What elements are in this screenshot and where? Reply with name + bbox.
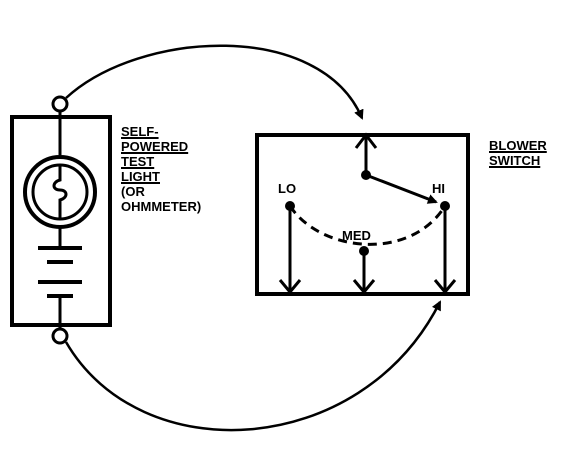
test-light-label-line6: OHMMETER): [121, 199, 202, 214]
lo-terminal-arrow: [278, 279, 302, 295]
bulb-filament: [52, 165, 68, 219]
hi-label: HI: [432, 181, 445, 196]
blower-switch-label-line2: SWITCH: [489, 153, 541, 168]
test-light-label-line4: LIGHT: [121, 169, 160, 184]
test-light-bottom-terminal: [51, 327, 69, 345]
blower-switch-label: BLOWER SWITCH: [489, 138, 547, 168]
test-light-label-line3: TEST: [121, 154, 155, 169]
switch-travel-arc: [288, 205, 447, 246]
med-label: MED: [342, 228, 371, 243]
switch-input-arrow: [354, 132, 378, 149]
test-light-label-line1: SELF-: [121, 124, 159, 139]
test-lead-top: [65, 44, 364, 120]
hi-terminal-arrow: [433, 279, 457, 295]
test-lead-bottom: [64, 300, 442, 432]
blower-switch-label-line1: BLOWER: [489, 138, 547, 153]
test-light-label-line5: (OR: [121, 184, 145, 199]
blower-switch-box: [255, 133, 470, 296]
test-light-label: SELF- POWERED TEST LIGHT (OR OHMMETER): [121, 124, 201, 214]
test-light-top-terminal: [51, 95, 69, 113]
lo-label: LO: [278, 181, 297, 196]
med-terminal-arrow: [352, 279, 376, 295]
switch-arm: [365, 173, 438, 204]
test-light-label-line2: POWERED: [121, 139, 189, 154]
